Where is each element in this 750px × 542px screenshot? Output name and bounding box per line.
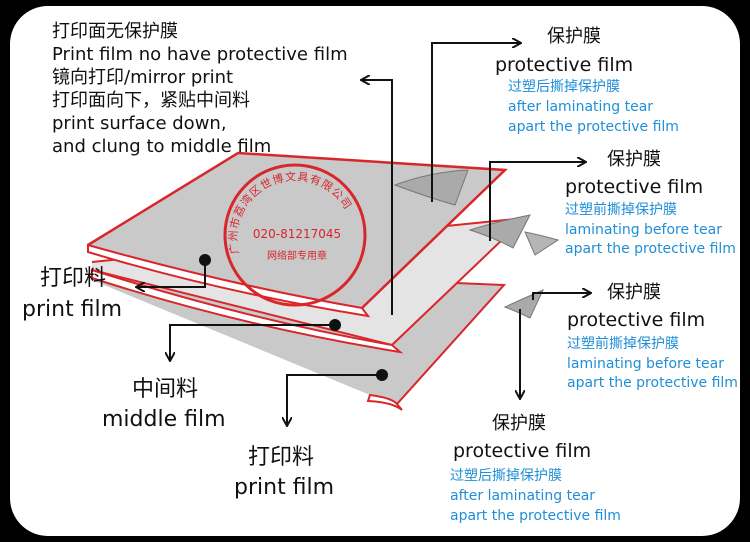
note-line5: print surface down, (52, 113, 227, 134)
note-line2: Print film no have protective film (52, 44, 348, 65)
pf1-blue2: after laminating tear (508, 99, 654, 115)
pf3-blue3: apart the protective film (567, 375, 738, 391)
pf4-cn: 保护膜 (492, 413, 546, 434)
pf4-en: protective film (453, 440, 592, 462)
pf2-blue3: apart the protective film (565, 241, 736, 257)
stamp-phone: 020-81217045 (253, 227, 341, 241)
pf4-blue3: apart the protective film (450, 508, 621, 524)
pf3-en: protective film (567, 309, 706, 331)
pf4-blue1: 过塑后撕掉保护膜 (450, 468, 562, 484)
top-print-film-sheet (87, 151, 508, 318)
middle-protective-peel-upper (468, 214, 531, 249)
print-bottom-en: print film (234, 475, 335, 500)
middle-protective-peel-lower (524, 231, 560, 256)
middle-cn: 中间料 (132, 377, 199, 402)
pf3-blue2: laminating before tear (567, 356, 724, 372)
arrow-pf3 (532, 293, 590, 300)
note-line1: 打印面无保护膜 (52, 21, 178, 42)
pf3-blue1: 过塑前撕掉保护膜 (567, 336, 679, 352)
pf4-blue2: after laminating tear (450, 488, 596, 504)
note-line3: 镜向打印/mirror print (52, 67, 234, 88)
arrow-print-top (137, 260, 206, 287)
note-line6: and clung to middle film (52, 136, 272, 157)
arrow-middle (170, 324, 335, 360)
arrow-pf1 (431, 43, 520, 202)
print-top-cn: 打印料 (40, 266, 107, 291)
arrow-pf2 (489, 162, 585, 241)
note-line4: 打印面向下，紧贴中间料 (52, 90, 250, 111)
layer-illustration: 广州市荔湾区世博文具有限公司 020-81217045 网络部专用章 (87, 6, 740, 536)
pf2-blue2: laminating before tear (565, 222, 722, 238)
middle-en: middle film (102, 407, 226, 432)
arrow-dots (199, 254, 388, 381)
stamp-label: 网络部专用章 (267, 249, 327, 262)
pf2-cn: 保护膜 (607, 149, 661, 170)
bottom-protective-peel (503, 289, 545, 319)
print-bottom-cn: 打印料 (248, 445, 315, 470)
pf1-cn: 保护膜 (547, 26, 601, 47)
print-top-en: print film (22, 297, 123, 322)
pf3-cn: 保护膜 (607, 282, 661, 303)
arrow-print-bottom (287, 374, 382, 425)
diagram-panel: 广州市荔湾区世博文具有限公司 020-81217045 网络部专用章 打印面无保… (10, 6, 740, 536)
pf1-en: protective film (495, 54, 634, 76)
pf2-blue1: 过塑前撕掉保护膜 (565, 202, 677, 218)
pf1-blue1: 过塑后撕掉保护膜 (508, 79, 620, 95)
arrow-print-surface (362, 80, 393, 315)
arrows (137, 43, 590, 425)
pf1-blue3: apart the protective film (508, 119, 679, 135)
pf2-en: protective film (565, 176, 704, 198)
